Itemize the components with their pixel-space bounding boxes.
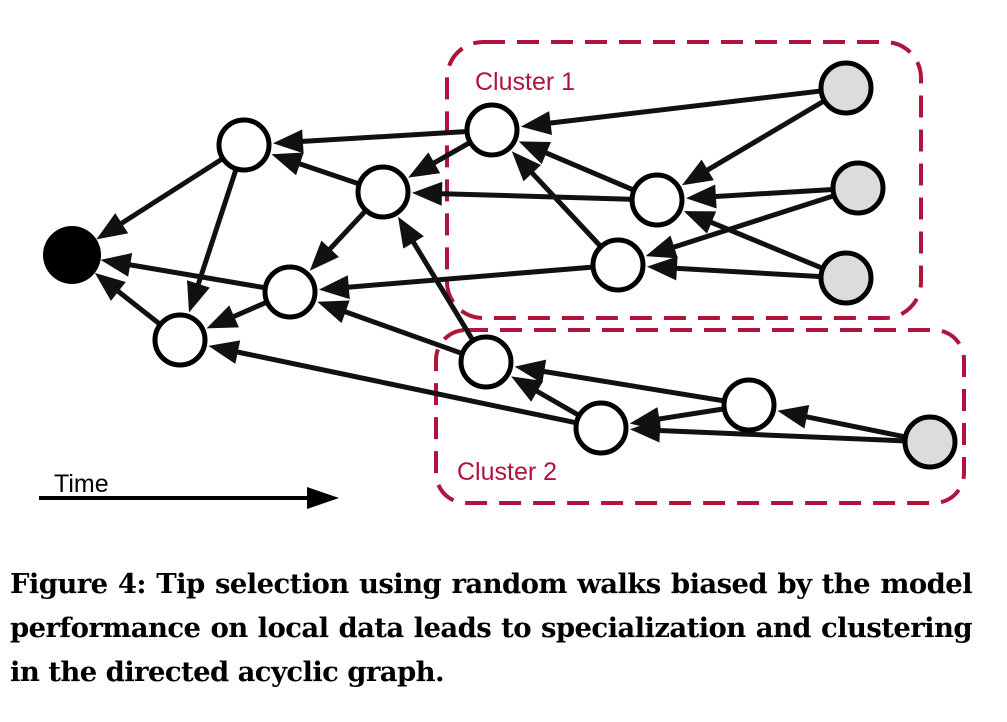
arrowhead-g-to-c: [318, 275, 350, 300]
arrowhead-e-to-a: [272, 129, 304, 154]
edge-l-to-k: [532, 387, 579, 417]
edge-k-to-d: [409, 237, 475, 341]
arrowhead-e-to-d: [408, 152, 441, 178]
arrowhead-l-to-b: [208, 340, 241, 364]
edge-n-to-l: [655, 427, 904, 444]
transaction-node-e: [464, 102, 520, 158]
transaction-node-a: [216, 117, 272, 173]
arrowhead-c-to-b: [206, 305, 239, 329]
edge-l-to-b: [233, 348, 576, 425]
arrowhead-d-to-c: [309, 240, 339, 271]
edge-n-to-m: [802, 413, 905, 440]
arrowhead-f-to-e: [518, 141, 552, 165]
cluster-2-label: Cluster 2: [457, 458, 557, 486]
arrowhead-g-to-e: [511, 151, 542, 182]
edge-h-to-f: [703, 99, 825, 175]
arrowhead-i-to-f: [685, 184, 717, 209]
arrowhead-n-to-m: [777, 405, 810, 429]
cluster-1-label: Cluster 1: [475, 68, 575, 96]
edges-layer: [94, 88, 905, 444]
edge-d-to-a: [295, 160, 359, 186]
edge-i-to-f: [711, 187, 832, 200]
arrowhead-h-to-e: [520, 111, 553, 135]
time-axis-label: Time: [54, 470, 109, 498]
edge-e-to-a: [298, 129, 466, 145]
transaction-node-c: [262, 264, 318, 320]
transaction-node-d: [355, 164, 411, 220]
tip-node-j: [818, 250, 874, 306]
nodes-layer: [43, 60, 958, 470]
edge-f-to-e: [541, 149, 634, 192]
transaction-node-k: [458, 334, 514, 390]
arrowhead-c-to-genesis: [100, 253, 133, 277]
arrowhead-j-to-g: [646, 256, 678, 281]
transaction-node-f: [629, 172, 685, 228]
edge-c-to-b: [229, 300, 267, 321]
dag-diagram: Cluster 1 Cluster 2 Time: [39, 40, 966, 509]
edge-m-to-k: [539, 368, 723, 404]
edge-j-to-f: [706, 218, 822, 271]
figure-caption: Figure 4: Tip selection using random wal…: [10, 568, 973, 688]
arrowhead-k-to-d: [398, 216, 424, 249]
time-axis-arrowhead: [307, 487, 339, 509]
transaction-node-l: [573, 400, 629, 456]
edge-m-to-l: [654, 406, 723, 423]
edge-b-to-genesis: [113, 287, 161, 326]
tip-node-h: [818, 60, 874, 116]
arrowhead-m-to-k: [514, 359, 547, 384]
arrowhead-k-to-c: [317, 300, 350, 324]
arrowhead-l-to-k: [511, 376, 544, 402]
cluster-1-boundary: [445, 40, 923, 320]
edge-j-to-g: [672, 265, 820, 279]
edge-d-to-c: [325, 210, 367, 254]
genesis-node: [43, 226, 101, 284]
arrowhead-b-to-genesis: [94, 272, 126, 301]
edge-k-to-c: [340, 308, 462, 356]
arrowhead-h-to-f: [681, 159, 714, 186]
transaction-node-m: [721, 377, 777, 433]
edge-c-to-genesis: [125, 261, 264, 290]
arrowhead-n-to-l: [629, 418, 661, 443]
arrowhead-f-to-d: [411, 181, 443, 206]
transaction-node-b: [152, 312, 208, 368]
edge-g-to-c: [344, 264, 592, 290]
arrowhead-a-to-genesis: [96, 213, 129, 240]
arrowhead-a-to-b: [186, 280, 210, 313]
arrowhead-i-to-g: [645, 235, 678, 259]
transaction-node-g: [590, 237, 646, 293]
edge-i-to-g: [669, 193, 834, 251]
tip-node-i: [830, 160, 886, 216]
edge-a-to-genesis: [116, 157, 223, 228]
edge-a-to-b: [194, 169, 238, 289]
tip-node-n: [902, 414, 958, 470]
edge-e-to-d: [429, 141, 470, 167]
arrowhead-j-to-f: [683, 211, 717, 234]
edge-f-to-d: [437, 191, 631, 202]
arrowhead-d-to-a: [271, 152, 304, 176]
edge-g-to-e: [527, 168, 602, 247]
edge-h-to-e: [546, 88, 820, 127]
